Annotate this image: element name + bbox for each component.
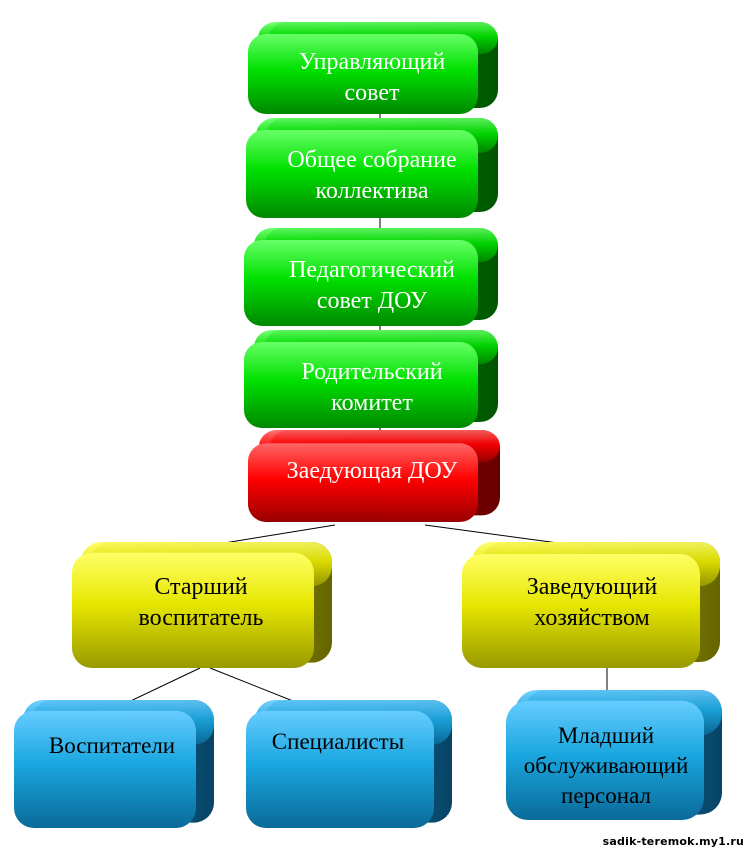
node-senior-teacher-face <box>72 552 314 668</box>
node-teachers <box>14 700 214 828</box>
connector-head-to-senior <box>211 524 336 546</box>
node-council <box>248 22 498 114</box>
node-junior-staff <box>506 690 722 820</box>
node-specialists-face <box>246 710 434 828</box>
connector-senior-to-specialists <box>209 667 299 704</box>
connector-senior-to-teachers <box>119 667 201 707</box>
node-parents-face <box>244 342 478 428</box>
node-ped-council <box>244 228 498 326</box>
node-head-face <box>248 443 478 522</box>
node-parents <box>244 330 498 428</box>
node-council-face <box>248 34 478 114</box>
node-assembly <box>246 118 498 218</box>
node-ped-council-face <box>244 240 478 326</box>
node-senior-teacher <box>72 542 332 668</box>
node-housekeeper <box>462 542 720 668</box>
node-teachers-face <box>14 710 196 828</box>
node-assembly-face <box>246 130 478 218</box>
node-head <box>248 430 500 522</box>
node-housekeeper-face <box>462 554 700 668</box>
node-junior-staff-face <box>506 700 704 820</box>
watermark: sadik-teremok.my1.ru <box>602 835 744 848</box>
node-specialists <box>246 700 452 828</box>
node-shapes <box>14 22 722 828</box>
